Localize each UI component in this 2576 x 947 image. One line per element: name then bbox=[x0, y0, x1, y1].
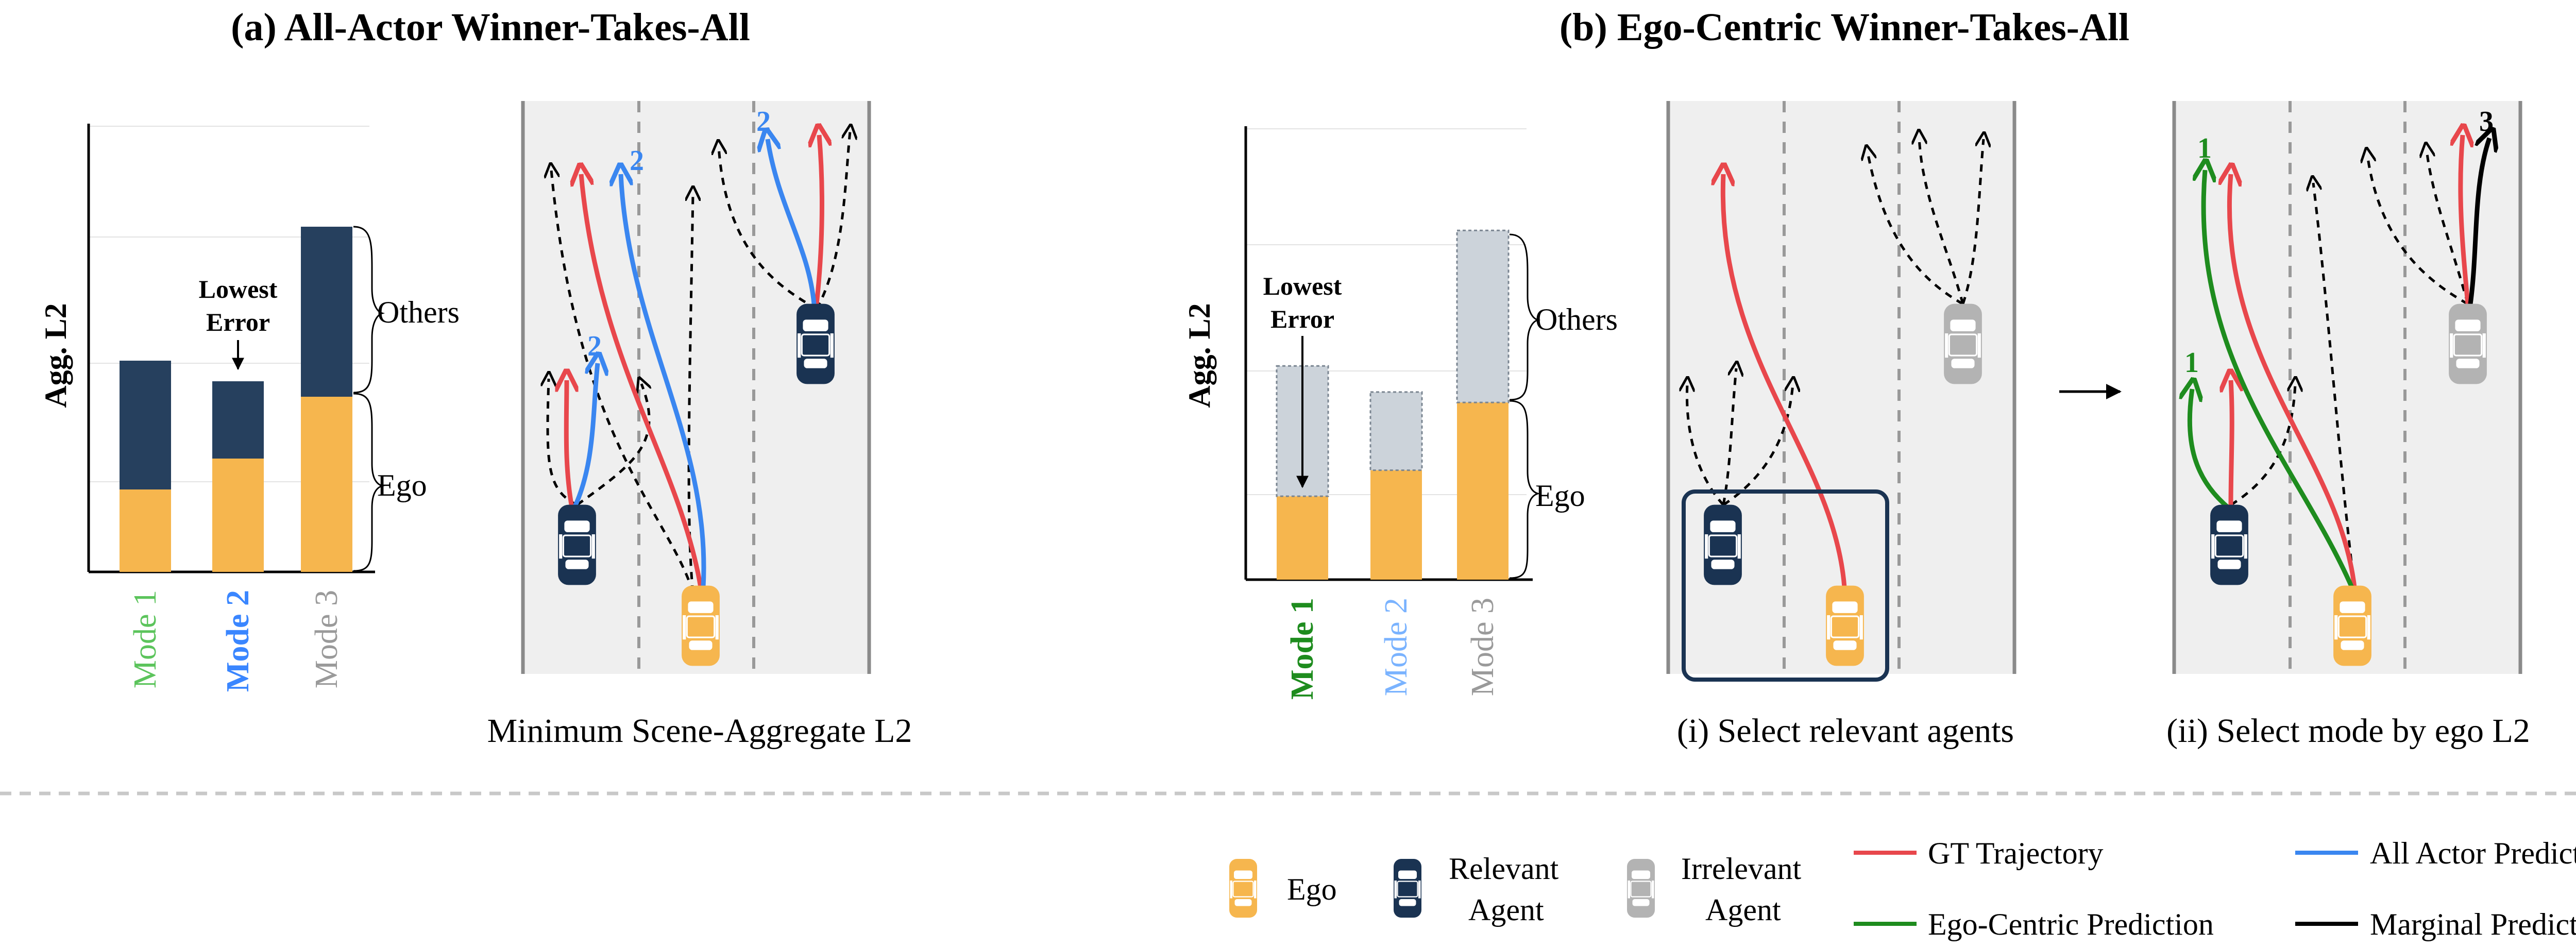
chart-a-ylabel: Agg. L2 bbox=[39, 303, 73, 408]
scene-b-ii-marginal-prediction bbox=[2468, 138, 2489, 305]
chart-b-bar-ego-3 bbox=[1457, 402, 1509, 580]
legend-irrelevant-label-2: Agent bbox=[1705, 893, 1781, 927]
chart-a-callout-line2: Error bbox=[206, 308, 270, 336]
chart-b-bar-ego-2 bbox=[1370, 470, 1422, 580]
panel-b-title: (b) Ego-Centric Winner-Takes-All bbox=[1560, 6, 2129, 49]
chart-b-others-brace bbox=[1509, 233, 1541, 401]
scene-a-dashed-predictions bbox=[548, 131, 850, 593]
scene-a-label-blue-3: 2 bbox=[756, 106, 771, 138]
legend-gt-label: GT Trajectory bbox=[1928, 836, 2104, 870]
scene-a-all-actor-predictions bbox=[572, 139, 817, 588]
chart-b-ylabel: Agg. L2 bbox=[1182, 303, 1216, 408]
scene-a: 2 2 2 bbox=[521, 101, 871, 674]
scene-b-i-ego-car bbox=[1825, 585, 1865, 667]
scene-b-ii-gt-trajectories bbox=[2229, 135, 2468, 588]
chart-b-bar-others-3 bbox=[1456, 229, 1510, 403]
chart-a-tick-label-1: Mode 1 bbox=[128, 590, 163, 688]
scene-b-i-relevant-car bbox=[1703, 504, 1743, 586]
scene-b-ii-label-green-2: 1 bbox=[2184, 347, 2199, 379]
chart-a-tick-label-3: Mode 3 bbox=[309, 590, 344, 688]
scene-b-ii-label-green-1: 1 bbox=[2197, 132, 2212, 164]
scene-b-ii-irrelevant-car bbox=[2448, 303, 2488, 385]
scene-b-ii-relevant-car bbox=[2209, 504, 2249, 586]
chart-b-bar-ego-1 bbox=[1277, 496, 1328, 580]
chart-b-callout-line1: Lowest bbox=[1263, 272, 1342, 300]
chart-b-ego-brace bbox=[1509, 400, 1541, 579]
scene-b-i-gt-trajectory bbox=[1723, 174, 1847, 588]
chart-a-bar-ego-2 bbox=[212, 459, 264, 572]
panel-b-caption-ii: (ii) Select mode by ego L2 bbox=[2166, 712, 2530, 750]
chart-b-ego-label: Ego bbox=[1535, 479, 1585, 513]
legend-ego-icon bbox=[1228, 858, 1258, 919]
legend: Ego Relevant Agent Irrelevant Agent GT T… bbox=[1228, 836, 2576, 941]
chart-a-others-label: Others bbox=[377, 295, 460, 329]
scene-b-i-dashed-predictions bbox=[1687, 137, 1984, 506]
chart-a-ego-brace bbox=[353, 393, 385, 572]
legend-ego-centric-label: Ego-Centric Prediction bbox=[1928, 907, 2214, 941]
scene-b-ii-ego-car bbox=[2332, 585, 2372, 667]
chart-a-bar-ego-3 bbox=[301, 397, 352, 572]
scene-b-ii-ego-centric-predictions bbox=[2190, 170, 2354, 588]
chart-a-tick-label-2: Mode 2 bbox=[221, 590, 256, 692]
scene-b-ii-dashed-predictions bbox=[2230, 149, 2469, 588]
chart-b-tick-label-1: Mode 1 bbox=[1285, 598, 1320, 700]
legend-ego-label: Ego bbox=[1287, 872, 1337, 906]
scene-a-label-blue-2: 2 bbox=[587, 330, 602, 362]
legend-relevant-icon bbox=[1393, 858, 1422, 919]
chart-b: Agg. L2 Mode 1 Mode 2 Mode 3 Others Ego Lo… bbox=[1182, 126, 1618, 700]
chart-b-others-label: Others bbox=[1535, 302, 1618, 336]
panel-a-caption: Minimum Scene-Aggregate L2 bbox=[487, 712, 912, 750]
scene-b-ii: 1 1 3 bbox=[2172, 101, 2522, 674]
scene-a-relevant-car-2 bbox=[795, 303, 836, 385]
chart-a-bar-ego-1 bbox=[120, 489, 171, 572]
legend-all-actor-label: All Actor Prediction bbox=[2370, 836, 2576, 870]
legend-marginal-label: Marginal Prediction bbox=[2370, 907, 2576, 941]
legend-relevant-label-1: Relevant bbox=[1449, 852, 1559, 886]
scene-b-i-selection-box bbox=[1682, 489, 1889, 682]
panel-a-title: (a) All-Actor Winner-Takes-All bbox=[231, 6, 750, 49]
chart-b-callout-line2: Error bbox=[1270, 305, 1334, 333]
chart-b-tick-label-3: Mode 3 bbox=[1465, 598, 1500, 696]
chart-a: Agg. L2 Mode 1 Mode 2 Mode 3 Others Ego Lo… bbox=[39, 124, 460, 692]
scene-a-relevant-car-1 bbox=[557, 504, 597, 586]
chart-a-bar-others-2 bbox=[212, 381, 264, 459]
chart-a-others-brace bbox=[353, 226, 385, 394]
panel-b-caption-i: (i) Select relevant agents bbox=[1677, 712, 2014, 750]
scene-a-ego-car bbox=[681, 585, 721, 667]
scene-a-label-blue-1: 2 bbox=[630, 145, 644, 177]
chart-a-bar-others-3 bbox=[301, 227, 352, 397]
chart-b-tick-label-2: Mode 2 bbox=[1379, 598, 1414, 696]
chart-b-bar-others-2 bbox=[1369, 391, 1423, 471]
legend-irrelevant-icon bbox=[1626, 858, 1656, 919]
scene-b-i-irrelevant-car bbox=[1943, 303, 1983, 385]
scene-a-gt-trajectories bbox=[566, 135, 822, 588]
chart-a-callout-line1: Lowest bbox=[199, 275, 278, 303]
scene-b-ii-label-black: 3 bbox=[2479, 106, 2494, 138]
scene-b-i bbox=[1666, 101, 2016, 682]
chart-a-ego-label: Ego bbox=[377, 468, 427, 502]
legend-irrelevant-label-1: Irrelevant bbox=[1681, 852, 1802, 886]
chart-a-bar-others-1 bbox=[120, 361, 171, 489]
legend-relevant-label-2: Agent bbox=[1468, 893, 1544, 927]
